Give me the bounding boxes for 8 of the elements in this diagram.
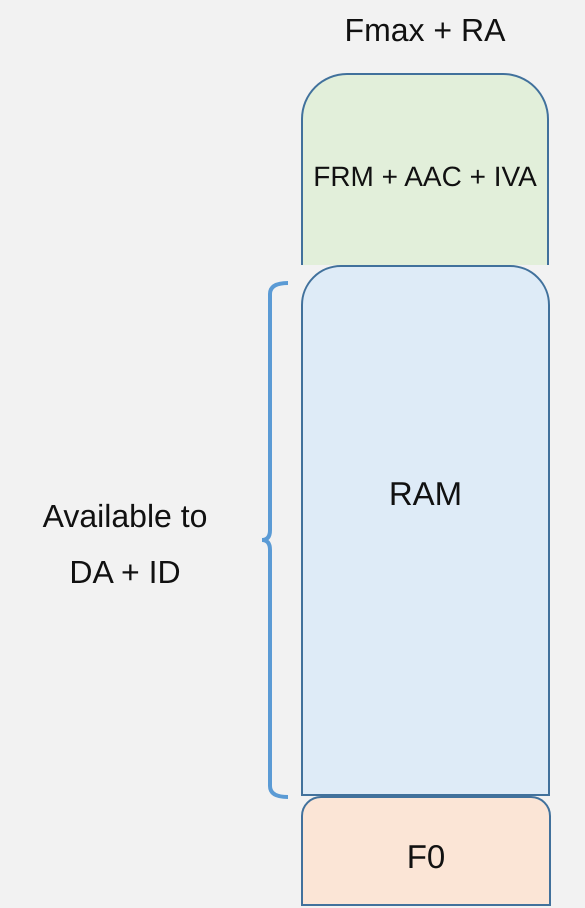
segment-block (301, 73, 549, 265)
segment-block (301, 265, 550, 796)
segment-label: F0 (406, 838, 446, 876)
total-label: Fmax + RA (344, 11, 506, 50)
segment-label: FRM + AAC + IVA (313, 161, 537, 193)
segment-block (301, 796, 551, 906)
segment-label: RAM (388, 475, 462, 513)
bracket-label: Available to DA + ID (42, 497, 208, 592)
